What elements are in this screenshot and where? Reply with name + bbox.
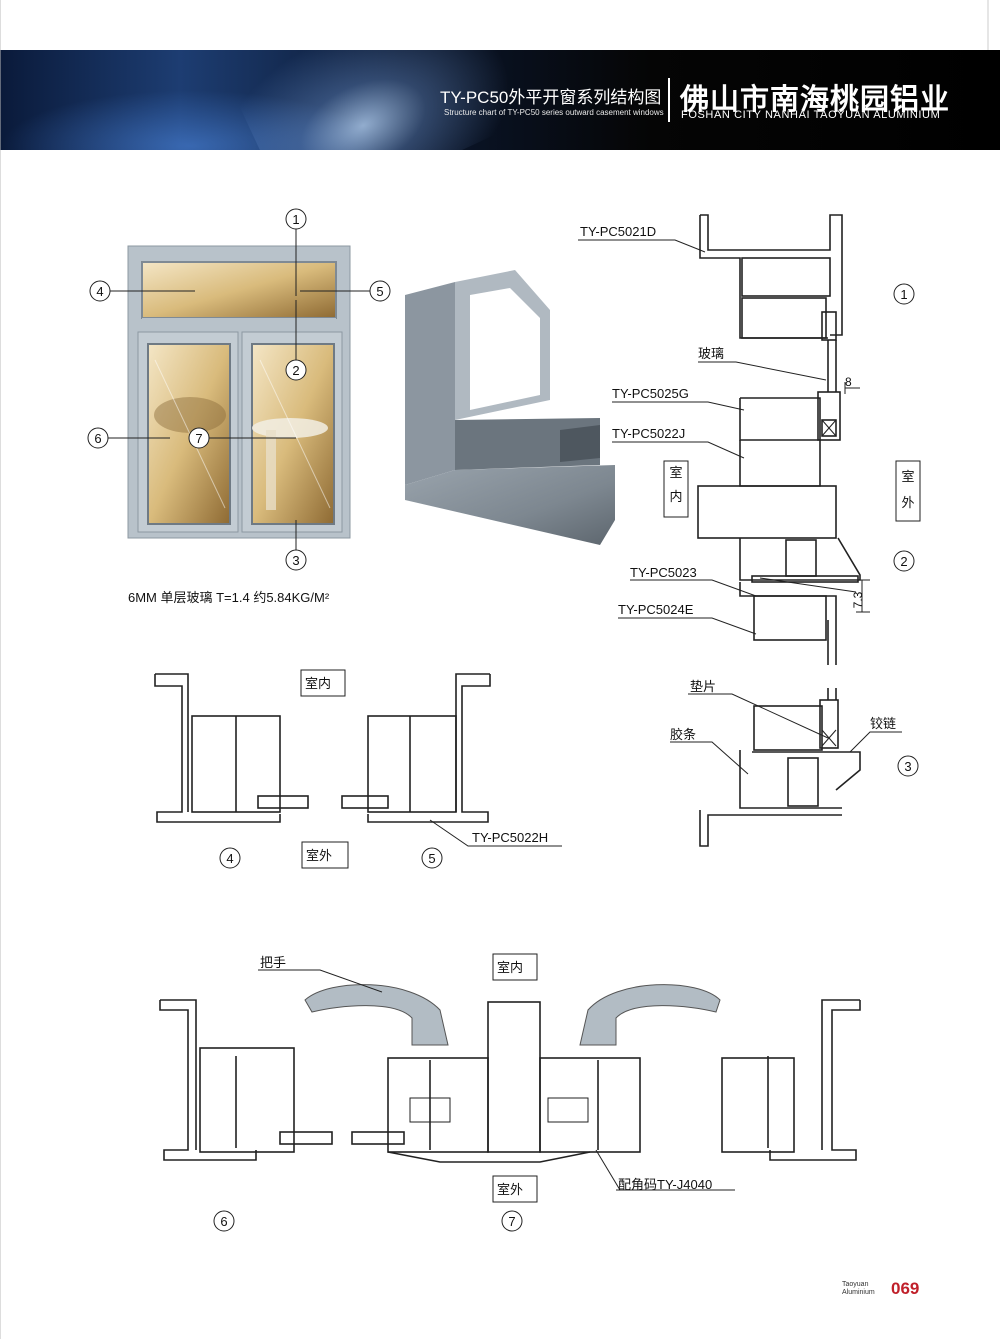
callout-3b: 3 <box>904 759 911 774</box>
label-indoor-vertical: 室内 <box>669 465 682 504</box>
callout-4: 4 <box>96 284 103 299</box>
callout-circle-1 <box>285 208 307 230</box>
callout-6: 6 <box>94 431 101 446</box>
indoor-box-top <box>300 669 346 697</box>
window-elevation <box>127 245 351 539</box>
label-pc5022h: TY-PC5022H <box>472 830 548 845</box>
callout-circle-7b <box>501 1210 523 1232</box>
label-outdoor-bottom: 室外 <box>497 1182 523 1197</box>
label-pc5024e: TY-PC5024E <box>618 602 694 617</box>
callout-circle-6b <box>213 1210 235 1232</box>
callout-circle-5b <box>421 847 443 869</box>
indoor-box-vertical <box>663 460 689 518</box>
indoor-box-bottom <box>492 953 538 981</box>
callout-circle-6 <box>87 427 109 449</box>
callout-circle-3 <box>285 549 307 571</box>
header-divider <box>668 78 670 122</box>
callout-circle-5 <box>369 280 391 302</box>
label-corner-code: 配角码TY-J4040 <box>618 1177 712 1192</box>
callout-2: 2 <box>292 363 299 378</box>
callout-6b: 6 <box>220 1214 227 1229</box>
header-banner <box>0 50 1000 150</box>
label-indoor-top: 室内 <box>305 676 331 691</box>
callout-circle-7 <box>188 427 210 449</box>
callout-7: 7 <box>195 431 202 446</box>
label-outdoor-top: 室外 <box>306 848 332 863</box>
footer-brand: Taoyuan Aluminium <box>842 1281 875 1296</box>
header-subtitle: Structure chart of TY-PC50 series outwar… <box>444 108 664 117</box>
callout-circle-1b <box>893 283 915 305</box>
section-6-7 <box>159 999 861 1163</box>
callout-2b: 2 <box>900 554 907 569</box>
label-dim-8: 8 <box>845 375 852 389</box>
outdoor-box-top <box>301 841 349 869</box>
label-handle: 把手 <box>260 955 286 970</box>
label-indoor-bottom: 室内 <box>497 960 523 975</box>
callout-circle-2 <box>285 359 307 381</box>
outdoor-box-bottom <box>492 1175 538 1203</box>
header-title: TY-PC50外平开窗系列结构图 <box>440 88 662 107</box>
callout-1b: 1 <box>900 287 907 302</box>
company-name-en: FOSHAN CITY NANHAI TAOYUAN ALUMINIUM <box>681 109 941 121</box>
callout-circle-4 <box>89 280 111 302</box>
label-pc5023: TY-PC5023 <box>630 565 697 580</box>
label-hinge: 铰链 <box>870 716 896 731</box>
window-spec: 6MM 单层玻璃 T=1.4 约5.84KG/M² <box>128 590 330 605</box>
label-pc5025g: TY-PC5025G <box>612 386 689 401</box>
handle-icon <box>304 984 721 1046</box>
callout-7b: 7 <box>508 1214 515 1229</box>
label-shim: 垫片 <box>690 679 716 694</box>
callout-1: 1 <box>292 212 299 227</box>
outdoor-box-vertical <box>895 460 921 522</box>
page-number: 069 <box>891 1279 920 1298</box>
company-name: 佛山市南海桃园铝业 <box>680 84 951 116</box>
label-outdoor-vertical: 室外 <box>901 469 914 510</box>
callout-3: 3 <box>292 553 299 568</box>
callout-4b: 4 <box>226 851 233 866</box>
label-pc5022j: TY-PC5022J <box>612 426 685 441</box>
label-rubber-strip: 胶条 <box>670 727 696 742</box>
section-4-5 <box>154 673 491 823</box>
callout-circle-4b <box>219 847 241 869</box>
label-pc5021d: TY-PC5021D <box>580 224 656 239</box>
label-dim-7-3: 7.3 <box>851 591 865 608</box>
profile-3d-render <box>405 270 615 545</box>
callout-circle-2b <box>893 550 915 572</box>
label-glass: 玻璃 <box>698 346 724 361</box>
callout-5: 5 <box>376 284 383 299</box>
callout-circle-3b <box>897 755 919 777</box>
callout-5b: 5 <box>428 851 435 866</box>
